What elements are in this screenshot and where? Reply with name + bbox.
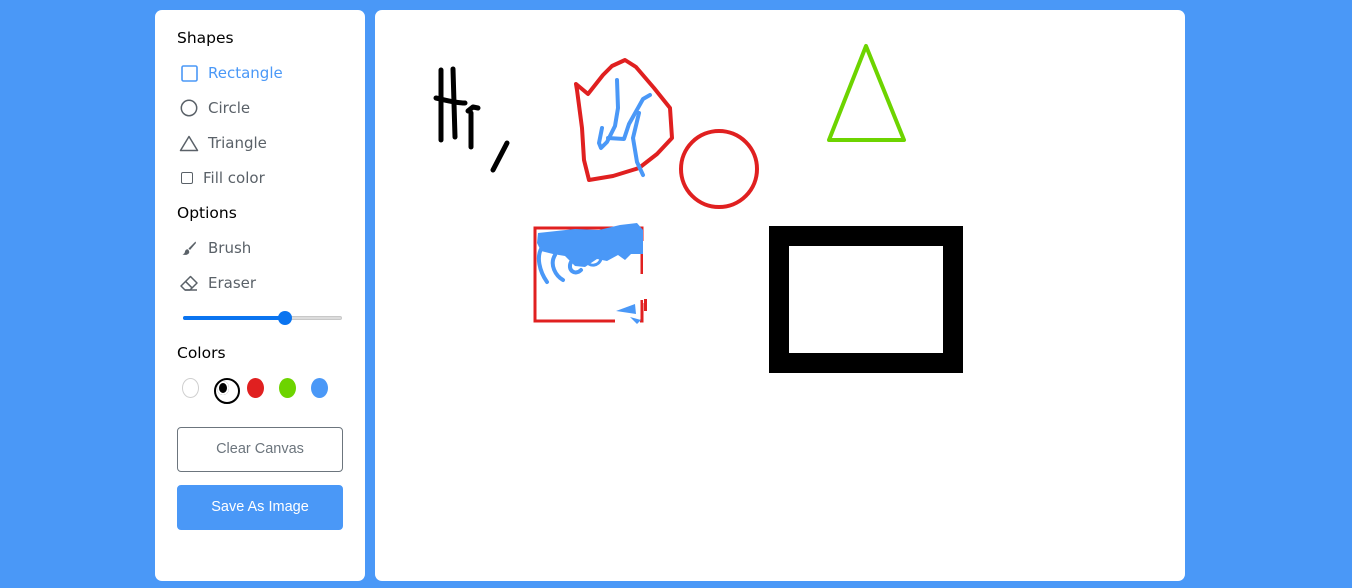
- circle-icon: [179, 98, 199, 118]
- fill-color-option[interactable]: Fill color: [177, 166, 343, 190]
- tool-option-label: Brush: [208, 239, 252, 257]
- shapes-title: Shapes: [177, 29, 234, 47]
- shape-option-label: Rectangle: [208, 64, 283, 82]
- drawing-board[interactable]: [375, 10, 1185, 581]
- clear-canvas-button[interactable]: Clear Canvas: [177, 427, 343, 472]
- save-image-button[interactable]: Save As Image: [177, 485, 343, 530]
- toolbar-panel: Shapes Rectangle Circle Triangle: [155, 10, 365, 581]
- options-section: Options Brush Er: [177, 201, 343, 330]
- red-freehand-shape: [574, 58, 674, 182]
- erased-area: [615, 274, 645, 300]
- options-title: Options: [177, 204, 237, 222]
- color-swatch[interactable]: [247, 378, 265, 398]
- handwritten-hi: [433, 66, 510, 173]
- red-circle: [679, 129, 759, 209]
- brush-icon: [179, 238, 199, 258]
- eraser-icon: [179, 273, 199, 293]
- shapes-section: Shapes Rectangle Circle Triangle: [177, 26, 343, 190]
- rectangle-icon: [179, 63, 199, 83]
- shape-option-label: Triangle: [208, 134, 267, 152]
- brush-size-slider[interactable]: [177, 306, 343, 330]
- color-options: [177, 376, 343, 404]
- drawing-canvas[interactable]: [375, 10, 1185, 581]
- slider-fill: [183, 316, 285, 320]
- colors-title: Colors: [177, 344, 226, 362]
- app-container: Shapes Rectangle Circle Triangle: [155, 10, 1185, 581]
- colors-section: Colors: [177, 341, 343, 404]
- shape-option-triangle[interactable]: Triangle: [177, 131, 343, 155]
- blue-paint-blob: [536, 223, 643, 324]
- black-rectangle: [769, 226, 963, 373]
- tool-option-label: Eraser: [208, 274, 257, 292]
- slider-thumb[interactable]: [277, 311, 292, 325]
- shape-option-circle[interactable]: Circle: [177, 96, 343, 120]
- color-swatch[interactable]: [311, 378, 328, 398]
- color-swatch[interactable]: [214, 378, 241, 404]
- blue-scribble: [597, 78, 652, 177]
- green-triangle: [827, 44, 906, 142]
- color-swatch[interactable]: [279, 378, 297, 398]
- shape-option-rectangle[interactable]: Rectangle: [177, 61, 343, 85]
- tool-option-brush[interactable]: Brush: [177, 236, 343, 260]
- fill-color-label: Fill color: [203, 169, 265, 187]
- tool-option-eraser[interactable]: Eraser: [177, 271, 343, 295]
- color-swatch[interactable]: [182, 378, 200, 398]
- shape-option-label: Circle: [208, 99, 251, 117]
- fill-color-checkbox[interactable]: [181, 172, 193, 184]
- triangle-icon: [179, 133, 199, 153]
